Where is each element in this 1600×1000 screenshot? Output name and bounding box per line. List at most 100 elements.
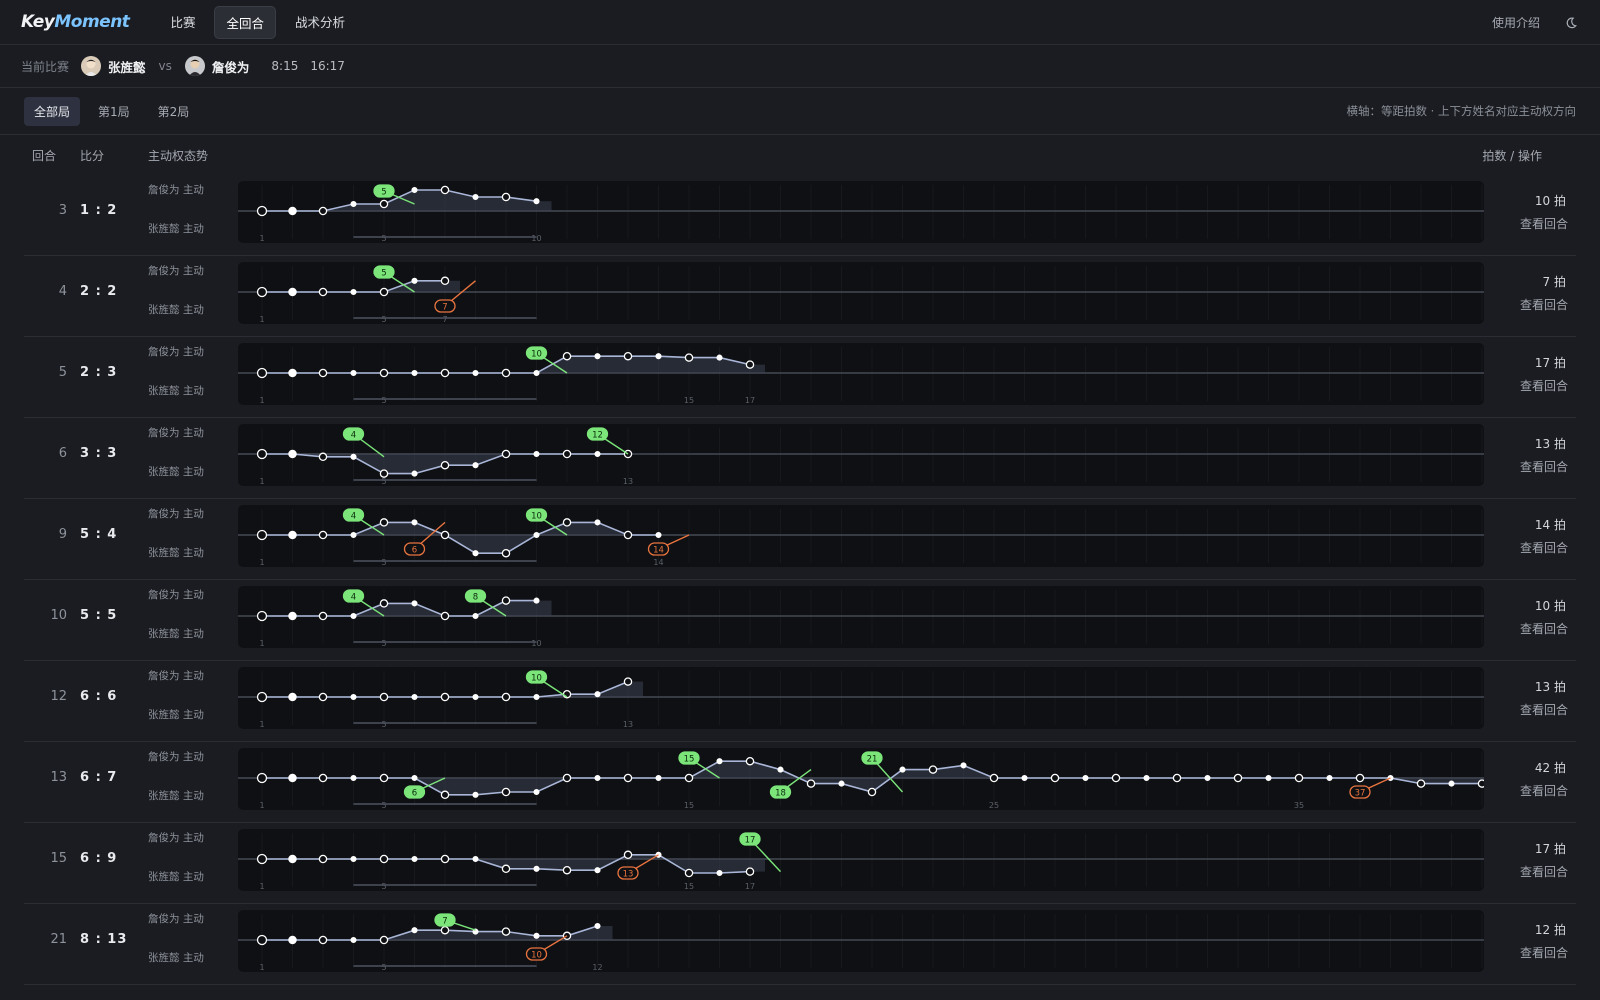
- current-match-bar: 当前比赛 张旌懿 vs 詹俊为 8:15 16:17: [0, 45, 1600, 88]
- shot-point: [440, 611, 450, 621]
- shot-point: [533, 198, 540, 205]
- shot-point: [472, 855, 479, 863]
- tab-game-1[interactable]: 第1局: [98, 104, 130, 119]
- tab-game-2[interactable]: 第2局: [157, 104, 190, 119]
- shot-point: [379, 935, 389, 945]
- shot-point: [1082, 774, 1089, 782]
- winning-shot-badge: [861, 751, 883, 765]
- app-logo[interactable]: KeyMoment: [21, 12, 130, 32]
- nav-all-rallies[interactable]: 全回合: [214, 5, 276, 39]
- badge-number: 7: [442, 917, 447, 927]
- rally-score: 1 : 2: [80, 203, 118, 218]
- bottom-player-initiative-label: 张旌懿 主动: [148, 304, 204, 316]
- shot-point: [562, 449, 572, 459]
- nav-tactics[interactable]: 战术分析: [294, 14, 345, 30]
- current-match-label: 当前比赛: [21, 59, 70, 74]
- badge-number: 15: [684, 755, 695, 765]
- rally-shot-count: 17 拍: [1534, 356, 1566, 370]
- rally-round: 4: [58, 284, 67, 299]
- bottom-player-initiative-label: 张旌懿 主动: [148, 709, 204, 721]
- shot-tick-label: 35: [1294, 801, 1304, 810]
- view-rally-link[interactable]: 查看回合: [1519, 379, 1568, 393]
- shot-point: [533, 932, 540, 939]
- view-rally-link[interactable]: 查看回合: [1519, 217, 1568, 231]
- badge-number: 18: [775, 789, 786, 799]
- view-rally-link[interactable]: 查看回合: [1519, 622, 1568, 636]
- rally-shot-count: 13 拍: [1534, 680, 1566, 694]
- shot-point: [440, 925, 450, 935]
- shot-point: [379, 599, 389, 608]
- initiative-area: [262, 356, 765, 373]
- shot-point: [379, 199, 389, 209]
- view-rally-link[interactable]: 查看回合: [1519, 460, 1568, 474]
- rally-score: 8 : 13: [80, 932, 128, 947]
- bottom-player-initiative-label: 张旌懿 主动: [148, 385, 204, 397]
- help-link[interactable]: 使用介绍: [1491, 16, 1540, 30]
- view-rally-link[interactable]: 查看回合: [1519, 784, 1568, 798]
- view-rally-link[interactable]: 查看回合: [1519, 865, 1568, 879]
- rally-score: 2 : 2: [80, 284, 118, 299]
- shot-point: [256, 529, 268, 541]
- shot-point: [501, 927, 511, 936]
- view-rally-link[interactable]: 查看回合: [1519, 703, 1568, 717]
- winning-shot-badge: [769, 785, 792, 799]
- shot-point: [350, 855, 357, 863]
- initiative-area: [262, 926, 613, 940]
- tab-all-games[interactable]: 全部局: [24, 96, 81, 126]
- shot-point: [594, 922, 601, 930]
- shot-point: [716, 869, 723, 877]
- shot-point: [623, 677, 633, 686]
- shot-point: [1204, 774, 1211, 782]
- main-nav: 比赛 全回合 战术分析: [159, 5, 356, 39]
- shot-point: [411, 600, 418, 607]
- view-rally-link[interactable]: 查看回合: [1519, 298, 1568, 312]
- shot-point: [623, 850, 633, 860]
- shot-point: [745, 756, 755, 766]
- rally-round: 13: [50, 770, 67, 785]
- shot-point: [562, 773, 572, 783]
- game-2-score: 16:17: [310, 59, 345, 73]
- badge-number: 21: [867, 755, 878, 765]
- badge-number: 10: [531, 951, 542, 961]
- shot-point: [594, 450, 601, 458]
- view-rally-link[interactable]: 查看回合: [1519, 946, 1568, 960]
- shot-point: [256, 691, 268, 703]
- rally-score: 6 : 7: [80, 770, 118, 785]
- badge-number: 5: [381, 269, 386, 279]
- shot-tick-label: 5: [381, 234, 386, 243]
- shot-point: [472, 462, 479, 469]
- rally-score: 5 : 5: [80, 608, 118, 623]
- badge-number: 6: [412, 546, 417, 556]
- bottom-player-initiative-label: 张旌懿 主动: [148, 628, 204, 640]
- winning-shot-badge: [678, 751, 700, 765]
- shot-point: [1355, 773, 1365, 783]
- winning-shot-badge: [525, 670, 548, 684]
- moon-icon[interactable]: [1564, 16, 1578, 30]
- rally-score: 5 : 4: [80, 527, 118, 542]
- shot-point: [288, 773, 297, 783]
- shot-point: [806, 779, 816, 788]
- view-rally-link[interactable]: 查看回合: [1519, 541, 1568, 555]
- shot-tick-label: 1: [259, 396, 264, 405]
- rally-shot-count: 7 拍: [1542, 275, 1566, 289]
- shot-tick-label: 1: [259, 315, 264, 324]
- shot-point: [501, 787, 511, 797]
- badge-number: 4: [351, 593, 356, 603]
- shot-point: [501, 864, 511, 874]
- shot-point: [379, 469, 389, 478]
- shot-point: [318, 530, 328, 540]
- shot-tick-label: 5: [381, 396, 386, 405]
- nav-matches[interactable]: 比赛: [170, 14, 196, 30]
- badge-number: 4: [351, 512, 356, 522]
- shot-tick-label: 1: [259, 639, 264, 648]
- top-player-initiative-label: 詹俊为 主动: [148, 508, 204, 520]
- shot-point: [1172, 773, 1182, 783]
- shot-tick-label: 5: [381, 963, 386, 972]
